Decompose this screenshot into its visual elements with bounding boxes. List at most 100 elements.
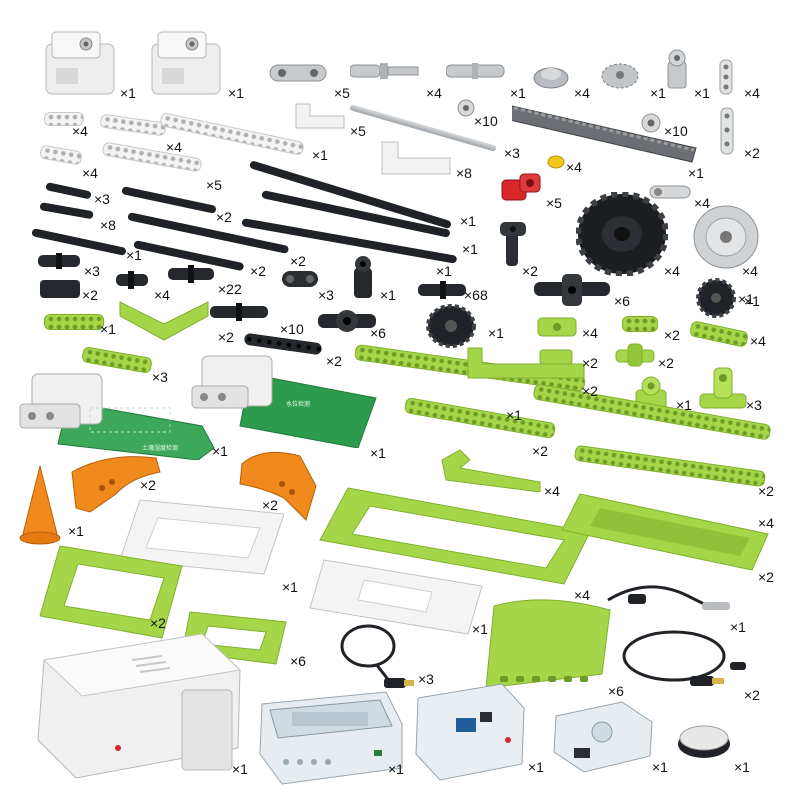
count-label: ×2 (522, 263, 538, 279)
count-label: ×1 (694, 85, 710, 101)
count-label: ×2 (658, 355, 674, 371)
soil-moisture-sensor: 土壤湿度检测 (18, 372, 218, 461)
cable-long (620, 626, 750, 696)
count-label: ×4 (426, 85, 442, 101)
count-label: ×1 (744, 293, 760, 309)
battery-box (32, 630, 244, 782)
cable-with-probe (604, 580, 734, 620)
count-label: ×1 (228, 85, 244, 101)
count-label: ×6 (614, 293, 630, 309)
lime-beam-5 (44, 314, 104, 330)
count-label: ×3 (318, 287, 334, 303)
lime-cross-connector (614, 342, 656, 368)
count-label: ×4 (544, 483, 560, 499)
count-label: ×4 (742, 263, 758, 279)
black-axle-connector (316, 306, 378, 336)
count-label: ×3 (152, 369, 168, 385)
white-beam-3b (39, 144, 83, 166)
count-label: ×5 (546, 195, 562, 211)
count-label: ×1 (510, 85, 526, 101)
white-angle-beam (292, 100, 348, 134)
count-label: ×2 (758, 483, 774, 499)
cable-short (336, 618, 418, 696)
count-label: ×3 (84, 263, 100, 279)
pcb-label: 土壤湿度检测 (142, 444, 178, 452)
count-label: ×4 (574, 587, 590, 603)
count-label: ×1 (506, 407, 522, 423)
count-label: ×1 (488, 325, 504, 341)
count-label: ×1 (528, 759, 544, 775)
count-label: ×1 (370, 445, 386, 461)
count-label: ×1 (650, 85, 666, 101)
count-label: ×1 (688, 165, 704, 181)
black-gear-small (696, 278, 736, 318)
grey-connector-double (268, 62, 328, 84)
black-angle-connector (496, 218, 530, 270)
count-label: ×6 (290, 653, 306, 669)
lime-frame-large (318, 486, 594, 586)
count-label: ×2 (758, 569, 774, 585)
count-label: ×2 (82, 287, 98, 303)
count-label: ×1 (312, 147, 328, 163)
black-pin (38, 252, 82, 270)
servo-motor-white (148, 28, 226, 98)
count-label: ×4 (566, 159, 582, 175)
count-label: ×1 (120, 85, 136, 101)
grey-pin-joiner (664, 48, 690, 92)
count-label: ×2 (290, 253, 306, 269)
count-label: ×8 (100, 217, 116, 233)
black-gear (426, 304, 476, 348)
lcd-display-module (256, 688, 406, 786)
count-label: ×5 (206, 177, 222, 193)
count-label: ×2 (262, 497, 278, 513)
white-angle-beam-large (378, 138, 454, 178)
orange-panel-left (68, 448, 164, 516)
grey-pin (445, 60, 506, 82)
black-axle (39, 202, 94, 220)
count-label: ×8 (456, 165, 472, 181)
count-label: ×1 (472, 621, 488, 637)
black-cross-block (532, 272, 612, 308)
count-label: ×2 (532, 443, 548, 459)
sensor-module (550, 698, 656, 774)
white-beam-5 (99, 113, 167, 137)
count-label: ×1 (676, 397, 692, 413)
lime-beam-13 (573, 444, 767, 488)
count-label: ×2 (150, 615, 166, 631)
black-cam-link (280, 268, 320, 290)
lime-beam-5b (688, 320, 750, 348)
water-level-sensor: 水位检测 (190, 354, 382, 449)
black-bushing-long (40, 278, 82, 300)
count-label: ×68 (464, 287, 488, 303)
lime-beam-7 (81, 346, 153, 374)
count-label: ×2 (218, 329, 234, 345)
count-label: ×1 (734, 759, 750, 775)
lime-beam-11 (403, 396, 557, 440)
lime-angle-beam-2 (464, 344, 588, 386)
count-label: ×4 (694, 195, 710, 211)
black-friction-pin (168, 264, 216, 284)
lime-angle-beam (116, 296, 212, 344)
count-label: ×22 (218, 281, 242, 297)
servo-motor-white (42, 28, 120, 98)
white-h-frame (308, 556, 486, 638)
yellow-pin-stopper (546, 154, 566, 170)
red-angle-connector (500, 170, 544, 210)
black-long-pin-2 (210, 302, 270, 322)
count-label: ×1 (282, 579, 298, 595)
count-label: ×1 (652, 759, 668, 775)
grey-beam-small (716, 58, 740, 96)
count-label: ×5 (350, 123, 366, 139)
count-label: ×4 (664, 263, 680, 279)
white-frame (116, 496, 288, 578)
black-pin-short (116, 270, 150, 290)
lime-beam-3 (622, 316, 658, 332)
count-label: ×1 (460, 213, 476, 229)
count-label: ×5 (334, 85, 350, 101)
count-label: ×4 (166, 139, 182, 155)
lime-frame-square (38, 542, 184, 640)
black-long-pin (418, 280, 468, 300)
count-label: ×1 (232, 761, 248, 777)
count-label: ×4 (82, 165, 98, 181)
controller-hub (410, 678, 528, 784)
